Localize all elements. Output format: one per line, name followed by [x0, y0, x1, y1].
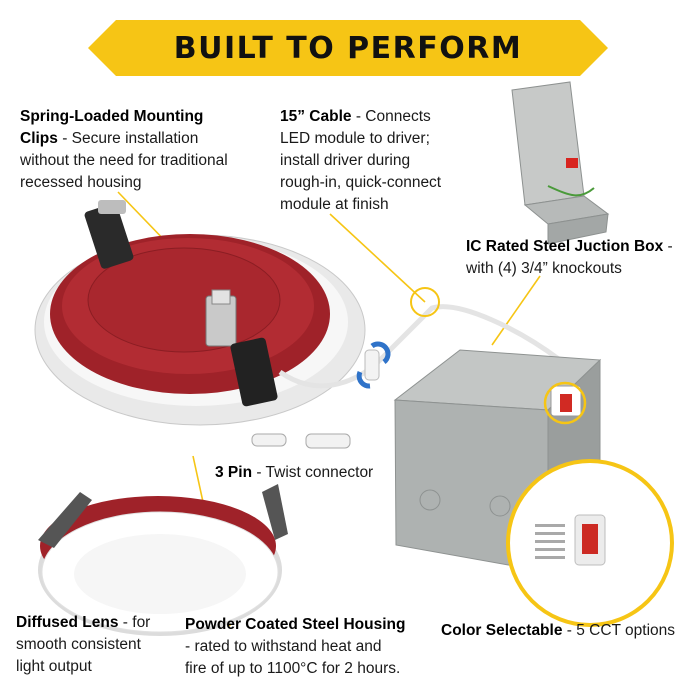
callout-cable-title: 15” Cable: [280, 108, 352, 125]
callout-diffused-lens-line2: smooth consistent: [16, 636, 141, 653]
callout-housing-line3: fire of up to 1100°C for 2 hours.: [185, 660, 401, 677]
banner-arrow-shape: [88, 20, 608, 76]
downlight-bottom: [38, 484, 288, 636]
callout-diffused-lens-line3: light output: [16, 658, 92, 675]
callout-color-selectable-desc: - 5 CCT options: [562, 622, 676, 639]
leader-junction: [491, 275, 541, 346]
callout-spring-clips-desc2: without the need for traditional: [20, 152, 228, 169]
banner: BUILT TO PERFORM: [88, 20, 608, 76]
callout-diffused-lens-title: Diffused Lens: [16, 614, 119, 631]
junction-box-open: [511, 81, 610, 245]
callout-cable-line3: install driver during: [280, 152, 411, 169]
callout-junction-box-title: IC Rated Steel Juction Box: [466, 238, 664, 255]
callout-spring-clips: Spring-Loaded Mounting Clips - Secure in…: [20, 106, 250, 194]
color-selectable-zoom: [506, 459, 674, 627]
callout-diffused-lens-desc: - for: [118, 614, 151, 631]
twist-connector: [356, 341, 391, 389]
callout-cable-line2: LED module to driver;: [280, 130, 430, 147]
banner-title: BUILT TO PERFORM: [173, 30, 523, 66]
callout-3pin-desc: - Twist connector: [252, 464, 374, 481]
callout-spring-clips-desc: - Secure installation: [57, 130, 199, 147]
callout-housing-title: Powder Coated Steel Housing: [185, 616, 406, 633]
downlight-top: [34, 200, 366, 426]
callout-cable: 15” Cable - Connects LED module to drive…: [280, 106, 490, 216]
callout-housing: Powder Coated Steel Housing - rated to w…: [185, 614, 435, 680]
callout-cable-desc: - Connects: [351, 108, 431, 125]
leader-cable: [329, 213, 426, 303]
callout-cable-line5: module at finish: [280, 196, 389, 213]
callout-color-selectable-title: Color Selectable: [441, 622, 563, 639]
callout-spring-clips-desc3: recessed housing: [20, 174, 142, 191]
callout-3pin-title: 3 Pin: [215, 464, 253, 481]
callout-junction-box: IC Rated Steel Juction Box - with (4) 3/…: [466, 236, 696, 280]
callout-cable-line4: rough-in, quick-connect: [280, 174, 442, 191]
callout-spring-clips-title2: Clips: [20, 130, 58, 147]
cable: [278, 304, 562, 389]
callout-diffused-lens: Diffused Lens - for smooth consistent li…: [16, 612, 186, 678]
callout-housing-line2: - rated to withstand heat and: [185, 638, 382, 655]
connector-pieces: [251, 433, 351, 449]
callout-3pin: 3 Pin - Twist connector: [215, 462, 415, 484]
callout-color-selectable: Color Selectable - 5 CCT options: [441, 620, 696, 642]
callout-junction-box-desc: -: [663, 238, 673, 255]
callout-junction-box-line2: with (4) 3/4” knockouts: [466, 260, 622, 277]
cable-highlight-circle: [410, 287, 440, 317]
callout-spring-clips-title: Spring-Loaded Mounting: [20, 108, 204, 125]
